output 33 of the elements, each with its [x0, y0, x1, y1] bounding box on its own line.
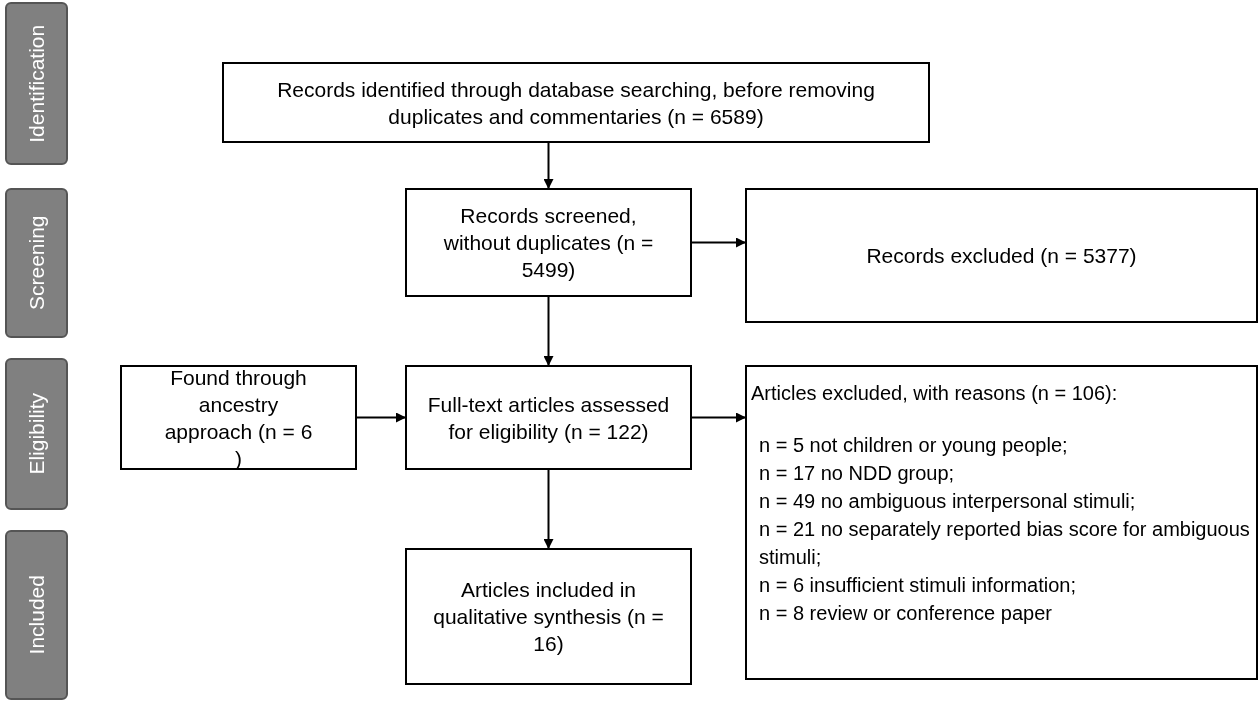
- process-box: [405, 548, 692, 685]
- process-box: [745, 365, 1258, 680]
- stage-label: Screening: [23, 215, 49, 311]
- process-box: [405, 188, 692, 297]
- stage-band: [5, 358, 68, 510]
- box-text: Records screened, without duplicates (n = 5499): [442, 203, 655, 283]
- reason-item: n = 17 no NDD group;: [758, 461, 956, 486]
- arrow: [543, 469, 554, 549]
- stage-label: Eligibility: [23, 393, 49, 475]
- stage-band: [5, 188, 68, 338]
- arrow: [356, 412, 406, 423]
- box-text: Full-text articles assessed for eligibility (n = 122): [426, 391, 671, 445]
- box-text: Records excluded (n = 5377): [866, 243, 1137, 269]
- box-heading: Articles excluded, with reasons (n = 106):: [751, 381, 1119, 406]
- stage-band: [5, 530, 68, 700]
- process-box: [120, 365, 357, 470]
- stage-label: Included: [23, 575, 49, 655]
- box-text: Records identified through database searching, before removing duplicates and commentaries (n = 6589): [276, 76, 876, 130]
- reason-item: n = 21 no separately reported bias score for ambiguous stimuli;: [758, 517, 1251, 570]
- reason-item: n = 49 no ambiguous interpersonal stimuli;: [758, 489, 1137, 514]
- process-box: [405, 365, 692, 470]
- stage-label: Identification: [23, 24, 49, 143]
- arrow: [691, 237, 746, 248]
- box-text: Articles included in qualitative synthesis (n = 16): [432, 577, 665, 657]
- process-box: [222, 62, 930, 143]
- arrow: [691, 412, 746, 423]
- arrow: [543, 142, 554, 189]
- process-box: [745, 188, 1258, 323]
- reason-item: n = 8 review or conference paper: [758, 601, 1053, 626]
- arrow: [543, 296, 554, 366]
- reason-item: n = 5 not children or young people;: [758, 433, 1069, 458]
- stage-band: [5, 2, 68, 165]
- reason-item: n = 6 insufficient stimuli information;: [758, 573, 1077, 598]
